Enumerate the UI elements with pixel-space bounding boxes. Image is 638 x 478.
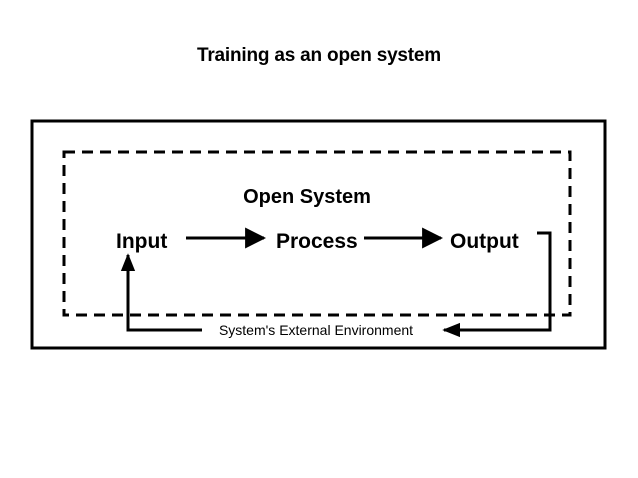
node-label-output: Output — [450, 230, 519, 253]
open-system-heading: Open System — [243, 186, 371, 208]
feedback-path-input-side — [120, 253, 202, 332]
node-label-process: Process — [276, 230, 358, 253]
node-label-input: Input — [116, 230, 167, 253]
outer-solid-border — [30, 119, 607, 350]
open-system-dashed-border — [62, 150, 572, 317]
feedback-path-output-side — [442, 231, 552, 338]
feedback-loop-label: System's External Environment — [219, 322, 413, 338]
page-title: Training as an open system — [197, 45, 441, 66]
